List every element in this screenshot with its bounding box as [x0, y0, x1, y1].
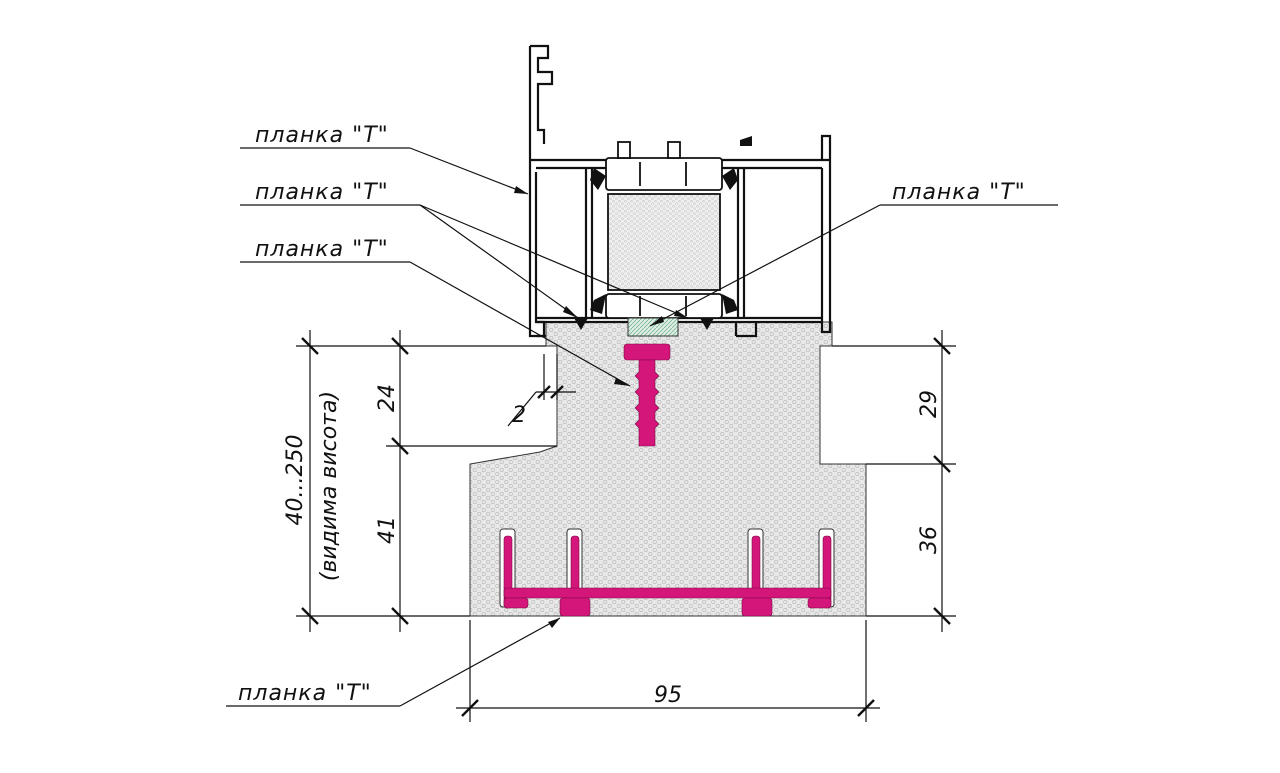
window-frame	[528, 44, 832, 338]
glass-unit	[574, 136, 752, 337]
dim-height-range: 40...250	[283, 435, 308, 526]
dim-24: 24	[375, 384, 400, 412]
leader-lines	[226, 147, 1058, 707]
label-planka-2: планка "Т"	[255, 180, 389, 205]
arrowheads	[514, 186, 688, 628]
label-planka-1: планка "Т"	[255, 123, 389, 148]
dim-36: 36	[917, 526, 942, 554]
label-planka-3: планка "Т"	[255, 237, 389, 262]
dimension-ticks	[301, 337, 951, 717]
foam-base	[469, 321, 867, 617]
bottom-profile	[503, 535, 832, 617]
dim-29: 29	[917, 390, 942, 418]
dim-2: 2	[512, 403, 526, 428]
t-bar-profile	[623, 343, 671, 447]
label-planka-5: планка "Т"	[238, 681, 372, 706]
label-planka-4: планка "Т"	[892, 180, 1026, 205]
dim-41: 41	[375, 516, 400, 544]
dim-height-note: (видима висота)	[317, 391, 342, 581]
dim-95: 95	[654, 683, 682, 708]
